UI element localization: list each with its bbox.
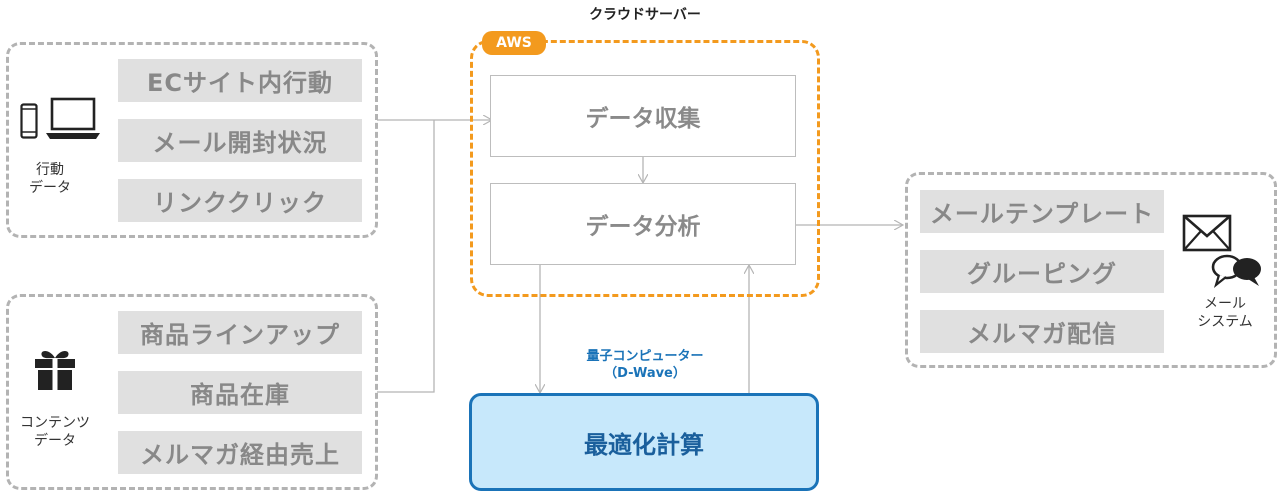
behavior-item-link-click: リンククリック	[118, 179, 362, 222]
behavior-label-line2: データ	[29, 180, 71, 196]
contents-label-line2: データ	[34, 433, 76, 449]
smartphone-icon	[20, 103, 38, 139]
mail-label-line1: メール	[1204, 296, 1246, 312]
mail-system-group	[905, 172, 1277, 368]
quantum-label-line1: 量子コンピューター	[586, 349, 704, 364]
contents-to-collect-line	[377, 120, 435, 393]
stage-data-analysis: データ分析	[490, 183, 796, 265]
mail-item-grouping: グルーピング	[920, 250, 1164, 293]
stage-data-collection: データ収集	[490, 75, 796, 157]
chat-bubbles-icon	[1211, 254, 1261, 289]
behavior-label-line1: 行動	[36, 162, 64, 178]
laptop-icon	[46, 97, 100, 139]
mail-system-label: メール システム	[1180, 295, 1270, 331]
aws-cloud-container	[470, 40, 820, 297]
behavior-data-group	[6, 42, 378, 238]
mail-label-line2: システム	[1197, 314, 1253, 330]
contents-item-stock: 商品在庫	[118, 371, 362, 414]
contents-item-newsletter-sales: メルマガ経由売上	[118, 431, 362, 474]
behavior-data-label: 行動 データ	[18, 161, 82, 197]
aws-badge: AWS	[482, 31, 546, 55]
contents-item-lineup: 商品ラインアップ	[118, 311, 362, 354]
contents-data-label: コンテンツ データ	[10, 414, 100, 450]
behavior-item-ec-site: ECサイト内行動	[118, 59, 362, 102]
mail-item-newsletter-delivery: メルマガ配信	[920, 310, 1164, 353]
cloud-server-title: クラウドサーバー	[589, 7, 701, 23]
gift-icon	[35, 351, 75, 390]
contents-data-group	[6, 294, 378, 490]
envelope-icon	[1182, 214, 1232, 252]
optimization-compute-box: 最適化計算	[469, 393, 819, 491]
quantum-label-line2: （D-Wave）	[604, 366, 686, 381]
mail-item-template: メールテンプレート	[920, 190, 1164, 233]
quantum-computer-label: 量子コンピューター （D-Wave）	[545, 348, 745, 382]
behavior-item-mail-open: メール開封状況	[118, 119, 362, 162]
contents-label-line1: コンテンツ	[20, 415, 90, 431]
